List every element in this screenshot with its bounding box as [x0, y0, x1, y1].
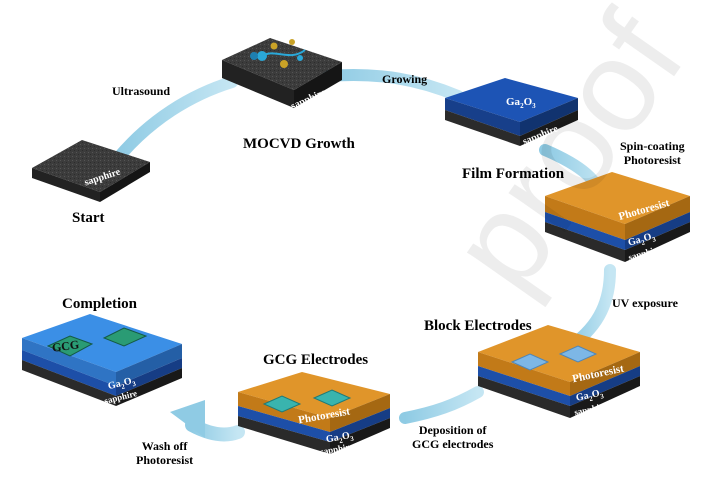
step-uv-exposure: UV exposure [612, 296, 678, 310]
start-slab [32, 140, 150, 202]
photoresist-slab [545, 172, 690, 262]
stage-title-mocvd: MOCVD Growth [243, 136, 355, 152]
film-ga2o3-label: Ga2O3 [506, 96, 536, 111]
step-spin-line2: Photoresist [623, 152, 681, 167]
stage-title-completion: Completion [62, 296, 137, 312]
step-wash-line1: Wash off [141, 439, 188, 453]
completion-slab [22, 314, 182, 406]
step-deposition-line2: GCG electrodes [412, 436, 494, 451]
film-slab [445, 78, 578, 146]
step-deposition-line1: Deposition of [418, 423, 487, 437]
gcg-electrodes-slab [238, 372, 390, 454]
step-spin-coating: Spin-coating Photoresist [620, 139, 685, 168]
step-ultrasound: Ultrasound [112, 84, 171, 98]
mocvd-slab [222, 38, 342, 108]
stage-title-gcg: GCG Electrodes [263, 352, 369, 368]
stage-title-start: Start [72, 210, 105, 226]
step-deposition: Deposition of GCG electrodes [412, 423, 494, 452]
cycle-arrow [112, 68, 616, 442]
step-wash-line2: Photoresist [136, 452, 194, 467]
molecule-icon [250, 39, 306, 68]
stage-title-film: Film Formation [462, 166, 565, 182]
block-electrodes-slab [478, 325, 640, 418]
step-wash-off: Wash off Photoresist [136, 439, 194, 468]
arrow-head [170, 400, 205, 438]
stage-title-block: Block Electrodes [424, 318, 532, 334]
step-growing: Growing [382, 72, 428, 86]
step-spin-line1: Spin-coating [620, 139, 685, 153]
